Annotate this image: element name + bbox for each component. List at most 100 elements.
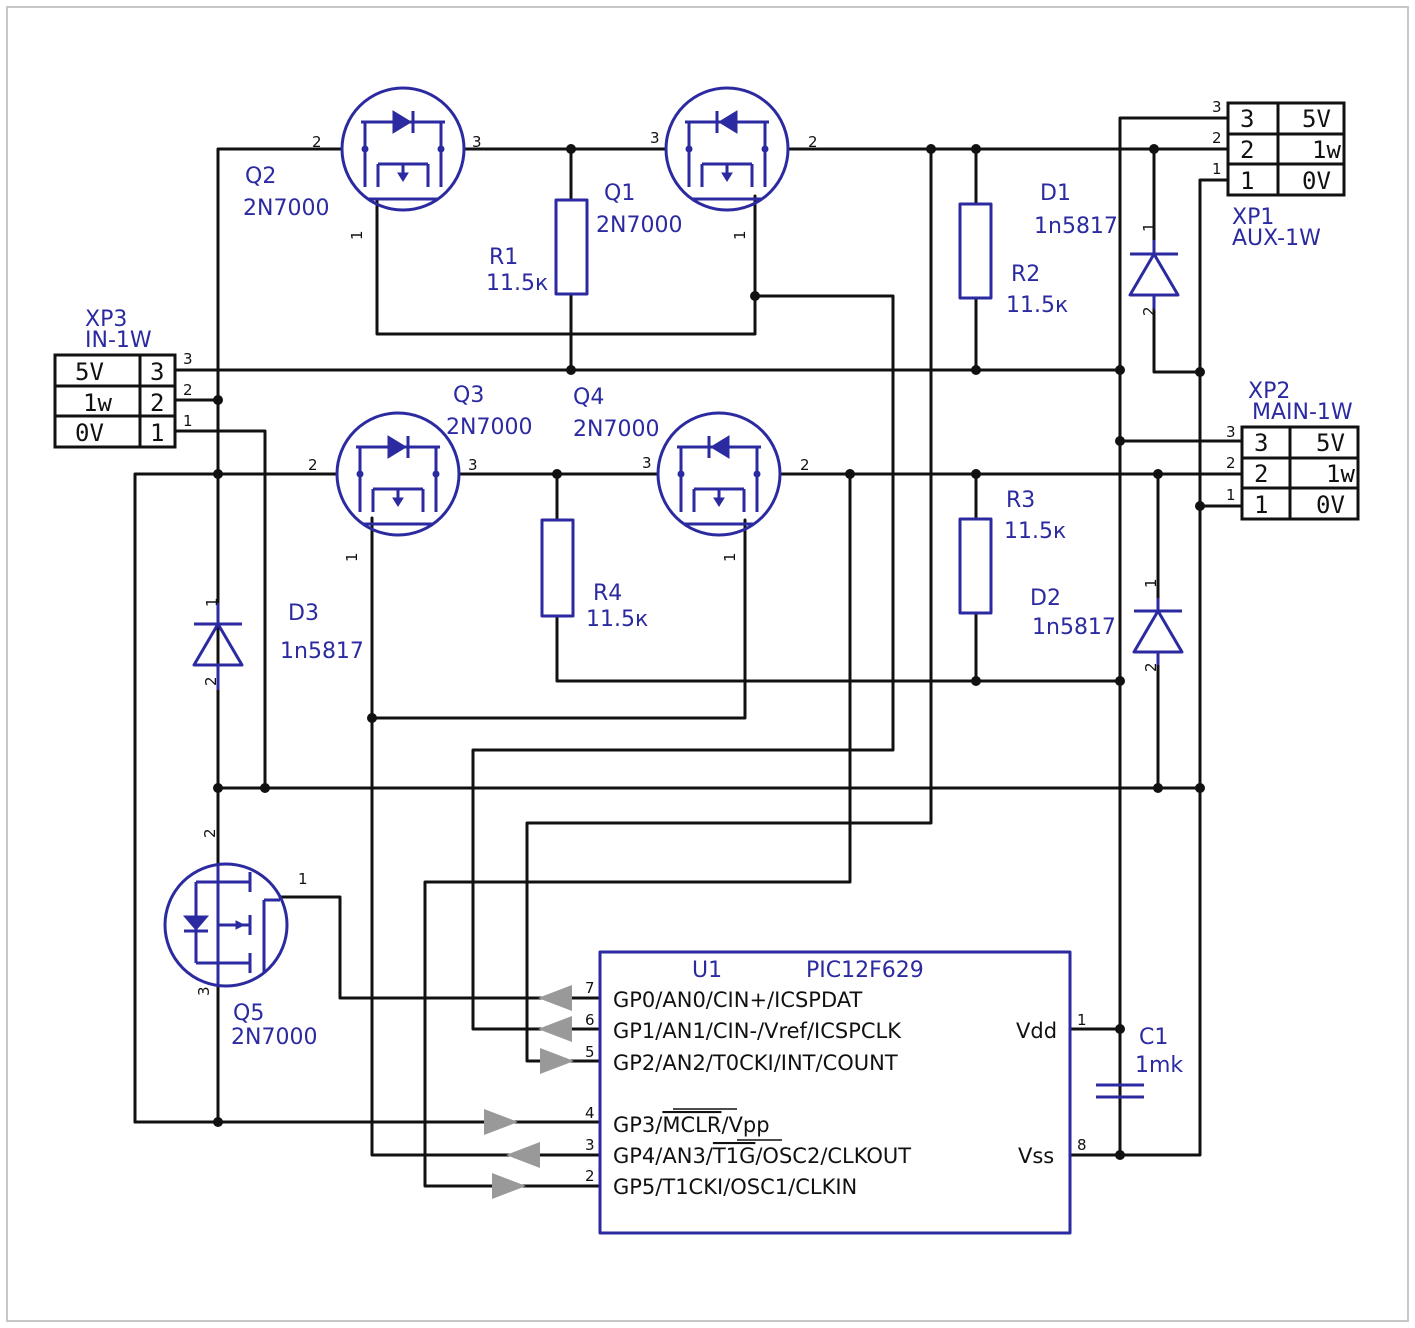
u1-pin-2-name: GP5/T1CKI/OSC1/CLKIN — [613, 1175, 857, 1199]
xp1-ref: XP1 — [1232, 205, 1274, 230]
q1-pin-s: 2 — [808, 133, 818, 151]
d3-value: 1n5817 — [280, 639, 364, 664]
xp2-row3-name: 0V — [1316, 491, 1345, 519]
u1-pin-4-name: GP3/MCLR/Vpp — [613, 1113, 770, 1137]
xp1-value: AUX-1W — [1232, 226, 1321, 251]
xp2-pin-1: 1 — [1226, 486, 1236, 504]
arrow-gp0-left — [538, 985, 572, 1011]
xp2-pin-2: 2 — [1226, 454, 1236, 472]
arrow-gp3-right — [484, 1109, 518, 1135]
d2-value: 1n5817 — [1032, 615, 1116, 640]
d1-value: 1n5817 — [1034, 214, 1118, 239]
d1-ref: D1 — [1040, 181, 1071, 206]
q4-ref: Q4 — [573, 385, 604, 410]
r1-value: 11.5к — [486, 271, 548, 296]
q3-pin-d: 2 — [308, 456, 318, 474]
xp3-row3-pin: 1 — [150, 419, 164, 447]
xp2-value: MAIN-1W — [1252, 400, 1353, 425]
r3-ref: R3 — [1006, 488, 1035, 513]
xp3-ref: XP3 — [85, 307, 127, 332]
diode-d2: 1 2 D2 1n5817 — [1030, 578, 1184, 672]
u1-pin-3-num: 3 — [585, 1136, 595, 1154]
q5-pin-s: 3 — [195, 986, 213, 996]
r2-ref: R2 — [1011, 262, 1040, 287]
resistor-r4: R4 11.5к — [540, 518, 648, 632]
q1-value: 2N7000 — [596, 213, 682, 238]
arrow-gp4-left — [506, 1142, 540, 1168]
wires — [133, 116, 1244, 1188]
u1-pin-1-name: Vdd — [1016, 1019, 1057, 1043]
u1-pin-7-num: 7 — [585, 979, 595, 997]
junction-dots — [213, 144, 1205, 1160]
diode-d1: 1 2 D1 1n5817 — [1034, 181, 1180, 316]
r1-ref: R1 — [489, 245, 518, 270]
capacitor-c1: C1 1mk — [1096, 1025, 1183, 1157]
xp3-row3-name: 0V — [75, 419, 104, 447]
connector-xp2: 3 5V 2 1w 1 0V 3 2 1 XP2 MAIN-1W — [1226, 379, 1360, 521]
q3-pin-s: 3 — [468, 456, 478, 474]
arrow-gp5-right — [492, 1173, 526, 1199]
xp3-pin-3: 3 — [183, 350, 193, 368]
arrow-gp2-right — [540, 1048, 574, 1074]
q2-ref: Q2 — [245, 164, 276, 189]
resistor-r1: R1 11.5к — [486, 198, 589, 296]
q5-pin-d: 2 — [201, 828, 219, 838]
q4-pin-g: 1 — [721, 552, 739, 562]
xp2-row2-name: 1w — [1326, 460, 1355, 488]
xp2-row3-pin: 1 — [1254, 491, 1268, 519]
r4-ref: R4 — [593, 581, 622, 606]
c1-value: 1mk — [1135, 1053, 1183, 1078]
xp1-row1-name: 5V — [1302, 105, 1331, 133]
d2-pin-k: 2 — [1142, 662, 1160, 672]
transistor-q2: 2 3 1 Q2 2N7000 — [243, 86, 482, 240]
q3-pin-g: 1 — [343, 552, 361, 562]
d1-pin-k: 2 — [1140, 306, 1158, 316]
resistor-r3: R3 11.5к — [958, 488, 1066, 615]
d2-pin-a: 1 — [1142, 578, 1160, 588]
u1-pin-4-num: 4 — [585, 1104, 595, 1122]
xp1-pin-2: 2 — [1212, 129, 1222, 147]
c1-ref: C1 — [1139, 1025, 1168, 1050]
q2-pin-d: 2 — [312, 133, 322, 151]
u1-pin-5-num: 5 — [585, 1043, 595, 1061]
xp3-row2-name: 1w — [83, 389, 112, 417]
r4-value: 11.5к — [586, 607, 648, 632]
u1-pin-7-name: GP0/AN0/CIN+/ICSPDAT — [613, 988, 863, 1012]
xp3-row1-name: 5V — [75, 358, 104, 386]
q2-pin-s: 3 — [472, 133, 482, 151]
xp1-row3-name: 0V — [1302, 167, 1331, 195]
xp2-ref: XP2 — [1248, 379, 1290, 404]
u1-ref: U1 — [692, 958, 722, 983]
xp3-pin-1: 1 — [183, 412, 193, 430]
transistor-q3: 2 3 1 Q3 2N7000 — [308, 383, 532, 562]
r2-value: 11.5к — [1006, 293, 1068, 318]
u1-pin-2-num: 2 — [585, 1167, 595, 1185]
u1-pin-6-name: GP1/AN1/CIN-/Vref/ICSPCLK — [613, 1019, 902, 1043]
connector-xp3: 5V 3 1w 2 0V 1 3 2 1 XP3 IN-1W — [53, 307, 193, 449]
xp2-row1-name: 5V — [1316, 429, 1345, 457]
u1-pin-8-name: Vss — [1018, 1144, 1054, 1168]
xp1-row2-pin: 2 — [1240, 136, 1254, 164]
d2-ref: D2 — [1030, 586, 1061, 611]
q4-pin-d: 3 — [642, 454, 652, 472]
xp2-row1-pin: 3 — [1254, 429, 1268, 457]
u1-pin-6-num: 6 — [585, 1011, 595, 1029]
q3-value: 2N7000 — [446, 415, 532, 440]
q3-ref: Q3 — [453, 383, 484, 408]
xp1-row2-name: 1w — [1312, 136, 1341, 164]
q5-value: 2N7000 — [231, 1025, 317, 1050]
r3-value: 11.5к — [1004, 519, 1066, 544]
q1-ref: Q1 — [604, 181, 635, 206]
q1-pin-g: 1 — [731, 230, 749, 240]
d1-pin-a: 1 — [1140, 222, 1158, 232]
transistor-q5: 2 1 3 Q5 2N7000 — [163, 828, 317, 1050]
ic-u1: U1 PIC12F629 7 GP0/AN0/CIN+/ICSPDAT 6 GP… — [585, 950, 1087, 1235]
xp2-pin-3: 3 — [1226, 423, 1236, 441]
u1-pin-1-num: 1 — [1077, 1011, 1087, 1029]
pin-direction-arrows — [484, 985, 574, 1199]
q5-ref: Q5 — [233, 1001, 264, 1026]
q2-pin-g: 1 — [348, 230, 366, 240]
d3-pin-a: 1 — [203, 597, 221, 607]
u1-pin-5-name: GP2/AN2/T0CKI/INT/COUNT — [613, 1051, 898, 1075]
